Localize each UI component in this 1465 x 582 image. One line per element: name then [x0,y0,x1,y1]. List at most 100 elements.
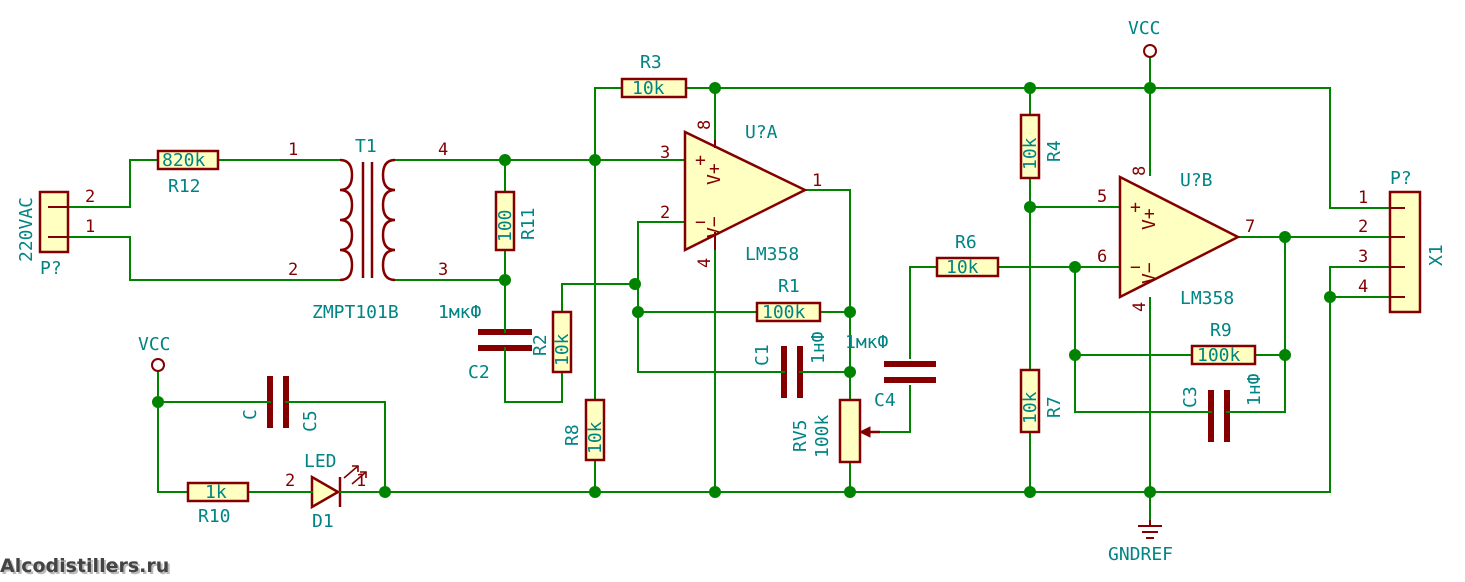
r6-value: 10k [946,257,979,278]
opamp-b: + − V+ V− U?B LM358 8 5 6 4 7 [1097,166,1255,312]
capacitor-c5: C C5 [240,376,321,432]
opamp-b-pin-5: 5 [1097,187,1107,207]
opamp-a-pin-8: 8 [695,120,715,130]
c3-value: 1нФ [1244,373,1265,406]
r8-value: 10k [585,421,606,454]
c1-ref: C1 [752,344,773,366]
opamp-a-pin-1: 1 [812,171,822,191]
r10-ref: R10 [198,506,231,527]
c4-value: 1мкФ [845,332,889,353]
connector-right-ref: P? [1390,168,1412,189]
r9-ref: R9 [1210,320,1232,341]
power-vcc-top: VCC [1128,18,1161,58]
resistor-r9: 100k R9 [1190,320,1257,366]
r3-value: 10k [632,78,665,99]
r11-value: 100 [495,209,516,242]
c5-value: C [240,409,261,420]
gnd-label: GNDREF [1108,544,1173,565]
c2-value: 1мкФ [438,302,482,323]
connector-220vac: 220VAC P? 2 1 [16,187,95,279]
c1-value: 1нФ [808,331,829,364]
resistor-r6: 10k R6 [935,232,1000,278]
rv5-ref: RV5 [790,419,811,452]
opamp-b-pin-4: 4 [1130,302,1150,312]
opamp-a-vminus: V− [704,216,725,238]
r1-value: 100k [762,302,806,323]
connector-left-pin-1: 1 [85,217,95,237]
c5-ref: C5 [300,410,321,432]
opamp-b-ref: U?B [1180,170,1213,191]
opamp-b-vplus: V+ [1139,208,1160,230]
t1-pin-2: 2 [288,260,298,280]
led-d1: LED D1 2 1 [285,451,367,532]
r2-value: 10k [552,333,573,366]
r7-value: 10k [1020,391,1041,424]
t1-pin-4: 4 [438,140,448,160]
opamp-b-minus: − [1130,257,1141,278]
opamp-a-value: LM358 [745,244,799,265]
resistor-r11: 100 R11 [494,190,539,252]
t1-value: ZMPT101B [312,302,399,323]
c2-ref: C2 [468,362,490,383]
t1-pin-3: 3 [438,260,448,280]
t1-ref: T1 [355,136,377,157]
r7-ref: R7 [1044,396,1065,418]
r10-value: 1k [205,482,227,503]
r3-ref: R3 [640,52,662,73]
t1-pin-1: 1 [288,140,298,160]
watermark-shadow: Alcodistillers.ru [2,557,171,579]
opamp-a-ref: U?A [745,122,778,143]
resistor-r8: 10k R8 [562,398,606,462]
led-ref: D1 [312,511,334,532]
opamp-b-value: LM358 [1180,288,1234,309]
opamp-b-pin-6: 6 [1097,247,1107,267]
opamp-b-pin-7: 7 [1245,217,1255,237]
power-vcc-left: VCC [138,334,171,372]
watermark-text: Alcodistillers.ru [0,555,169,577]
resistor-r10: 1k R10 [186,481,250,527]
led-value: LED [304,451,337,472]
r4-value: 10k [1020,137,1041,170]
resistor-r12: 820k R12 [156,149,220,197]
r1-ref: R1 [778,276,800,297]
opamp-a-pin-2: 2 [660,203,670,223]
resistor-r7: 10k R7 [1019,368,1065,434]
r4-ref: R4 [1044,140,1065,162]
connector-right-pin-1: 1 [1358,188,1368,208]
opamp-b-vminus: V− [1139,262,1160,284]
opamp-b-plus: + [1130,197,1141,218]
opamp-a-minus: − [695,212,706,233]
resistor-r3: 10k R3 [620,52,688,99]
connector-left-label: 220VAC [16,197,37,262]
connector-left-ref: P? [40,258,62,279]
connector-x1: P? X1 1 2 3 4 [1358,168,1447,314]
r12-value: 820k [162,150,206,171]
c3-ref: C3 [1180,386,1201,408]
vcc-top-label: VCC [1128,18,1161,39]
resistor-r2: 10k R2 [530,310,573,374]
opamp-a-vplus: V+ [704,163,725,185]
potentiometer-rv5: RV5 100k [790,398,880,464]
r12-ref: R12 [168,176,201,197]
led-pin-2: 2 [285,471,295,491]
watermark: Alcodistillers.ru Alcodistillers.ru [0,555,171,579]
opamp-a: + − V+ V− U?A LM358 8 3 2 4 1 [660,120,822,268]
connector-right-pin-3: 3 [1358,247,1368,267]
capacitor-c3: C3 1нФ [1180,373,1265,442]
resistor-r1: 100k R1 [755,276,822,323]
transformer-t1: T1 ZMPT101B 1 2 4 3 [288,136,448,323]
connector-left-pin-2: 2 [85,187,95,207]
c4-ref: C4 [874,390,896,411]
r2-ref: R2 [530,334,551,356]
opamp-a-pin-3: 3 [660,143,670,163]
connector-right-pin-4: 4 [1358,277,1368,297]
resistor-r4: 10k R4 [1019,113,1065,180]
r8-ref: R8 [562,424,583,446]
opamp-a-pin-4: 4 [695,258,715,268]
opamp-b-pin-8: 8 [1130,166,1150,176]
junctions [152,82,1336,498]
connector-right-pin-2: 2 [1358,217,1368,237]
capacitor-c2: 1мкФ C2 [438,302,532,383]
opamp-a-plus: + [695,150,706,171]
